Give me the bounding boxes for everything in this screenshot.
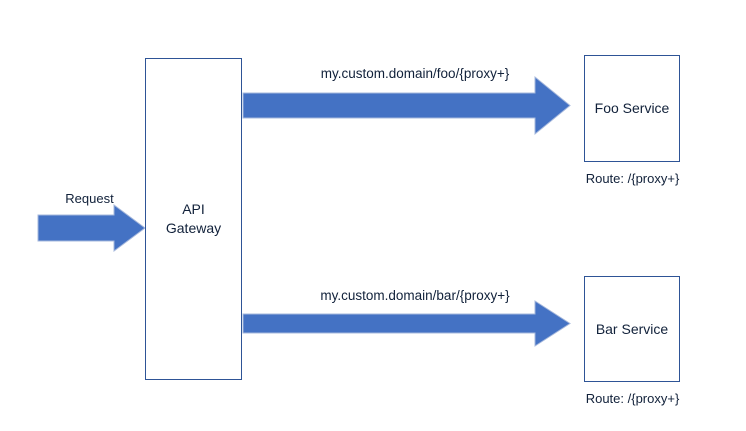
- foo-route-arrow-icon: [242, 75, 571, 136]
- foo-route-url-label: my.custom.domain/foo/{proxy+}: [320, 66, 510, 81]
- foo-service-box[interactable]: Foo Service: [584, 55, 680, 162]
- request-arrow-icon: [37, 204, 146, 252]
- foo-service-label: Foo Service: [594, 100, 670, 116]
- bar-route-url-label: my.custom.domain/bar/{proxy+}: [320, 288, 510, 303]
- api-gateway-box[interactable]: API Gateway: [145, 58, 242, 380]
- foo-service-route-caption: Route: /{proxy+}: [585, 171, 680, 186]
- api-gateway-label: API Gateway: [165, 201, 222, 236]
- bar-service-route-caption: Route: /{proxy+}: [585, 391, 680, 406]
- bar-service-box[interactable]: Bar Service: [584, 276, 680, 382]
- bar-service-label: Bar Service: [595, 320, 669, 337]
- request-label: Request: [65, 191, 114, 206]
- bar-route-arrow-icon: [242, 300, 571, 347]
